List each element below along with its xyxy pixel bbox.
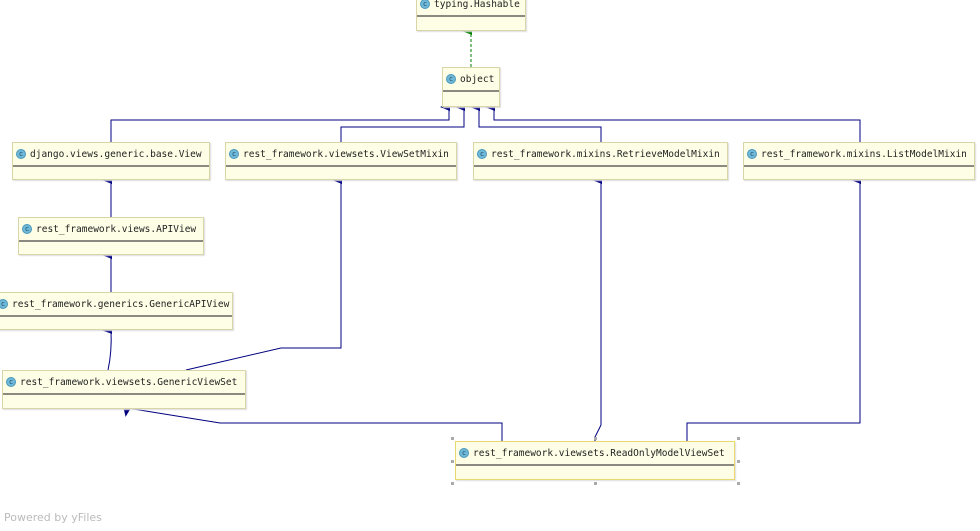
class-icon: c <box>420 0 430 9</box>
selection-handle[interactable] <box>737 437 740 440</box>
selection-handle[interactable] <box>451 437 454 440</box>
powered-by-label: Powered by yFiles <box>4 511 102 524</box>
edge-retrieve-object <box>470 103 602 142</box>
class-node-listmodelmixin[interactable]: c rest_framework.mixins.ListModelMixin <box>743 142 975 180</box>
edge-genericviewset-genericapiview <box>102 325 113 371</box>
selection-handle[interactable] <box>451 460 454 463</box>
class-icon: c <box>22 224 32 234</box>
class-name: typing.Hashable <box>434 0 520 10</box>
edge-viewsetmixin-object <box>340 103 465 142</box>
class-icon: c <box>477 149 487 159</box>
selection-handle[interactable] <box>451 482 454 485</box>
class-name: object <box>460 73 495 85</box>
class-name: rest_framework.generics.GenericAPIView <box>12 298 230 310</box>
selection-handle[interactable] <box>594 437 597 440</box>
class-icon: c <box>459 448 469 458</box>
edge-readonly-list <box>686 176 861 441</box>
class-node-genericviewset[interactable]: c rest_framework.viewsets.GenericViewSet <box>2 370 246 409</box>
class-node-apiview[interactable]: c rest_framework.views.APIView <box>18 217 204 255</box>
class-icon: c <box>16 149 26 159</box>
class-name: rest_framework.viewsets.GenericViewSet <box>20 376 238 388</box>
selection-handle[interactable] <box>594 482 597 485</box>
class-name: rest_framework.views.APIView <box>36 223 197 235</box>
class-icon: c <box>229 149 239 159</box>
edge-list-object <box>485 103 861 142</box>
class-name: rest_framework.mixins.RetrieveModelMixin <box>491 148 720 160</box>
edge-readonly-genericviewset <box>123 406 503 441</box>
class-node-view[interactable]: c django.views.generic.base.View <box>12 142 210 180</box>
class-node-hashable[interactable]: c typing.Hashable <box>416 0 526 31</box>
class-node-retrievemodelmixin[interactable]: c rest_framework.mixins.RetrieveModelMixi… <box>473 142 728 180</box>
class-name: rest_framework.viewsets.ViewSetMixin <box>243 148 449 160</box>
class-icon: c <box>747 149 757 159</box>
edge-readonly-retrieve <box>592 176 602 441</box>
edge-genericviewset-viewsetmixin <box>185 176 342 371</box>
class-node-viewsetmixin[interactable]: c rest_framework.viewsets.ViewSetMixin <box>225 142 457 180</box>
selection-handle[interactable] <box>737 460 740 463</box>
class-name: rest_framework.viewsets.ReadOnlyModelVie… <box>473 447 725 459</box>
class-node-genericapiview[interactable]: c rest_framework.generics.GenericAPIView <box>0 292 233 330</box>
class-name: django.views.generic.base.View <box>30 148 202 160</box>
class-name: rest_framework.mixins.ListModelMixin <box>761 148 967 160</box>
selection-handle[interactable] <box>737 482 740 485</box>
class-icon: c <box>0 299 8 309</box>
edge-view-object <box>110 103 450 142</box>
class-icon: c <box>446 74 456 84</box>
class-node-readonlymodelviewset[interactable]: c rest_framework.viewsets.ReadOnlyModelVi… <box>455 441 735 480</box>
class-icon: c <box>6 377 16 387</box>
